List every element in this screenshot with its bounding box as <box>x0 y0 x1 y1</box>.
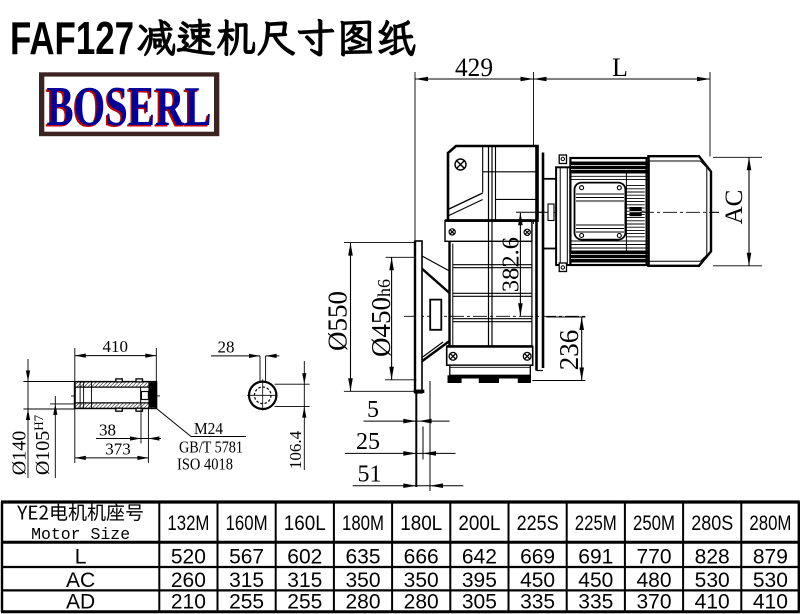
svg-text:M24: M24 <box>194 419 223 438</box>
svg-text:666: 666 <box>404 546 439 569</box>
svg-text:395: 395 <box>462 569 497 592</box>
svg-text:642: 642 <box>462 546 497 569</box>
svg-text:315: 315 <box>287 569 322 592</box>
svg-text:FAF127: FAF127 <box>10 12 134 64</box>
svg-text:BOSERL: BOSERL <box>47 76 212 138</box>
svg-text:280: 280 <box>345 591 380 614</box>
svg-text:L: L <box>612 53 628 82</box>
svg-text:280S: 280S <box>691 512 733 535</box>
svg-text:602: 602 <box>287 546 322 569</box>
svg-text:28: 28 <box>218 338 235 357</box>
svg-text:315: 315 <box>229 569 264 592</box>
svg-text:530: 530 <box>753 569 788 592</box>
svg-text:480: 480 <box>636 569 671 592</box>
svg-text:AD: AD <box>66 591 95 614</box>
svg-text:BOSERL: BOSERL <box>45 78 210 140</box>
svg-text:350: 350 <box>345 569 380 592</box>
svg-text:255: 255 <box>229 591 264 614</box>
svg-text:335: 335 <box>578 591 613 614</box>
svg-text:5: 5 <box>367 397 379 423</box>
svg-text:51: 51 <box>358 462 382 488</box>
svg-text:280: 280 <box>404 591 439 614</box>
svg-text:236: 236 <box>554 330 584 371</box>
svg-text:GB/T 5781: GB/T 5781 <box>179 438 243 457</box>
svg-text:335: 335 <box>520 591 555 614</box>
svg-text:L: L <box>75 546 87 569</box>
svg-text:Ø550: Ø550 <box>323 291 353 351</box>
svg-text:669: 669 <box>520 546 555 569</box>
svg-text:382.6: 382.6 <box>498 237 525 292</box>
svg-text:879: 879 <box>753 546 788 569</box>
svg-text:530: 530 <box>695 569 730 592</box>
svg-text:373: 373 <box>105 440 131 459</box>
svg-text:25: 25 <box>356 429 380 455</box>
svg-text:ISO 4018: ISO 4018 <box>177 455 233 474</box>
svg-text:520: 520 <box>171 546 206 569</box>
svg-text:691: 691 <box>578 546 613 569</box>
svg-text:250M: 250M <box>633 512 675 535</box>
svg-text:828: 828 <box>695 546 730 569</box>
svg-text:370: 370 <box>636 591 671 614</box>
svg-text:160M: 160M <box>226 512 268 535</box>
svg-text:255: 255 <box>287 591 322 614</box>
svg-text:450: 450 <box>578 569 613 592</box>
svg-text:410: 410 <box>753 591 788 614</box>
svg-text:410: 410 <box>103 337 129 356</box>
svg-text:AC: AC <box>721 190 748 225</box>
svg-text:160L: 160L <box>284 512 326 535</box>
svg-text:AC: AC <box>66 569 95 592</box>
svg-text:350: 350 <box>404 569 439 592</box>
svg-text:38: 38 <box>99 421 116 440</box>
svg-text:429: 429 <box>455 53 493 82</box>
svg-text:225M: 225M <box>575 512 617 535</box>
svg-text:210: 210 <box>171 591 206 614</box>
svg-text:305: 305 <box>462 591 497 614</box>
svg-text:410: 410 <box>695 591 730 614</box>
svg-text:180L: 180L <box>400 512 442 535</box>
svg-text:132M: 132M <box>167 512 209 535</box>
svg-text:225S: 225S <box>517 512 559 535</box>
svg-text:770: 770 <box>636 546 671 569</box>
svg-text:180M: 180M <box>342 512 384 535</box>
svg-text:260: 260 <box>171 569 206 592</box>
svg-text:635: 635 <box>345 546 380 569</box>
svg-text:106.4: 106.4 <box>286 430 305 469</box>
svg-text:567: 567 <box>229 546 264 569</box>
svg-text:200L: 200L <box>458 512 500 535</box>
svg-text:280M: 280M <box>749 512 791 535</box>
svg-text:450: 450 <box>520 569 555 592</box>
svg-text:Ø140: Ø140 <box>9 431 31 475</box>
svg-text:Motor Size: Motor Size <box>31 525 130 544</box>
